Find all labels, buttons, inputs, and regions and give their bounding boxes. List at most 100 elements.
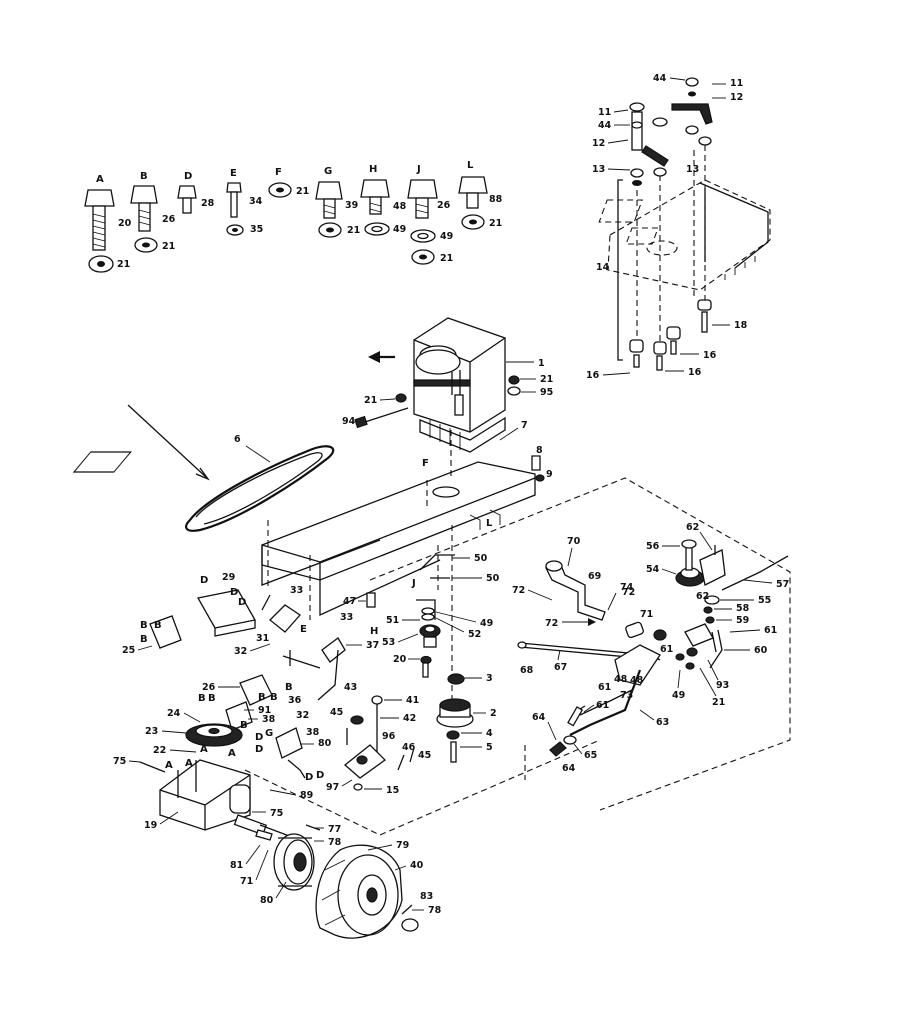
callout-83: 83 (420, 891, 433, 902)
link-icon (671, 103, 713, 125)
letter-b-3: B (140, 634, 148, 645)
letter-b-8: B (270, 692, 278, 703)
callout-13-right: 13 (686, 164, 699, 175)
bushing-icon (652, 117, 668, 127)
pin-icon (633, 354, 640, 368)
bushing-icon (685, 125, 699, 135)
callout-16-right: 16 (703, 350, 717, 361)
chassis-frame (72, 430, 545, 620)
callout-12-left: 12 (592, 138, 605, 149)
callout-7: 7 (521, 420, 528, 431)
callout-72-arrow: 72 (545, 618, 558, 629)
left-brackets (149, 589, 346, 779)
callout-44-left: 44 (598, 120, 612, 131)
hardware-key-d-part-1: 28 (201, 198, 215, 209)
bolt-icon (226, 182, 242, 193)
pin-icon (631, 111, 643, 151)
seat-assembly (598, 77, 771, 371)
frame-letter-l: L (486, 518, 493, 529)
callout-23: 23 (145, 726, 158, 737)
bolt-icon (360, 179, 390, 198)
letter-a-4: A (185, 758, 193, 769)
callout-33-right: 33 (340, 612, 353, 623)
hardware-key-e-part-2: 35 (250, 224, 263, 235)
bolt-shank-icon (182, 197, 192, 214)
callout-22: 22 (153, 745, 166, 756)
letter-b-1: B (140, 620, 148, 631)
callout-36: 36 (288, 695, 302, 706)
hardware-key-d: D 28 (177, 171, 215, 214)
callout-55: 55 (758, 595, 771, 606)
letter-a-3: A (165, 760, 173, 771)
callout-16-left: 16 (586, 370, 600, 381)
letter-d-5: D (255, 744, 263, 755)
hardware-key-h-part-2: 49 (393, 224, 406, 235)
hardware-key-d-letter: D (184, 171, 192, 182)
callout-13-left: 13 (592, 164, 605, 175)
bushing-icon (653, 341, 667, 355)
hardware-key-e-letter: E (230, 168, 237, 179)
hardware-key-h-letter: H (369, 164, 377, 175)
hardware-key-b: B 26 21 (130, 171, 176, 253)
letter-b-2: B (154, 620, 162, 631)
callout-78-upper: 78 (328, 837, 342, 848)
letter-b-4: B (285, 682, 293, 693)
bracket-icon (614, 644, 661, 686)
callout-16-mid: 16 (688, 367, 702, 378)
hardware-key-l: L 88 21 (458, 160, 503, 230)
callout-58: 58 (736, 603, 750, 614)
bushing-icon (666, 326, 681, 340)
callout-69: 69 (588, 571, 601, 582)
hardware-key-l-part-1: 88 (489, 194, 503, 205)
callout-47: 47 (343, 596, 356, 607)
callout-18: 18 (734, 320, 748, 331)
hardware-key-f-part-1: 21 (296, 186, 309, 197)
letter-b-9: B (240, 720, 248, 731)
wheel-assembly (255, 824, 419, 939)
callout-40: 40 (410, 860, 424, 871)
callout-89: 89 (300, 790, 313, 801)
bolt-icon (177, 185, 197, 199)
callout-29: 29 (222, 572, 235, 583)
engine (354, 317, 521, 453)
drive-belt (127, 404, 335, 532)
lower-frame (244, 477, 791, 836)
idler-bracket (343, 695, 415, 791)
hardware-key-g-letter: G (324, 166, 332, 177)
callout-3: 3 (486, 673, 493, 684)
letter-e: E (300, 624, 307, 635)
bushing-icon (697, 299, 712, 311)
bracket-icon (239, 674, 273, 706)
callout-43: 43 (344, 682, 357, 693)
clip-icon (366, 592, 376, 608)
hardware-key-b-letter: B (140, 171, 148, 182)
rod-icon (364, 407, 409, 423)
letter-d-3: D (238, 597, 246, 608)
callout-45-left: 45 (330, 707, 343, 718)
callout-labels: 44 11 12 11 44 12 13 13 14 18 16 16 16 1… (113, 73, 789, 916)
letter-j: J (411, 578, 416, 589)
bolt-icon (407, 179, 438, 199)
hardware-key-j: J 26 49 21 (407, 164, 453, 265)
callout-75-left: 75 (113, 756, 126, 767)
hardware-key-a-letter: A (96, 174, 104, 185)
bolt-shank-icon (369, 196, 382, 215)
callout-61-right: 61 (764, 625, 777, 636)
washer-icon (631, 121, 643, 129)
bolt-head-icon (629, 102, 645, 112)
callout-2: 2 (490, 708, 497, 719)
callout-56: 56 (646, 541, 660, 552)
letter-d-2: D (230, 587, 238, 598)
hardware-key-a-part-1: 20 (118, 218, 132, 229)
callout-97: 97 (326, 782, 339, 793)
bushing-icon (629, 339, 644, 353)
callout-46: 46 (402, 742, 416, 753)
callout-80-lower: 80 (260, 895, 274, 906)
bolt-shank-icon (323, 198, 336, 219)
callout-63: 63 (656, 717, 669, 728)
callout-32-left: 32 (234, 646, 247, 657)
callout-94: 94 (342, 416, 356, 427)
callout-52: 52 (468, 629, 481, 640)
pin-icon (701, 311, 708, 333)
callout-80-upper: 80 (318, 738, 332, 749)
